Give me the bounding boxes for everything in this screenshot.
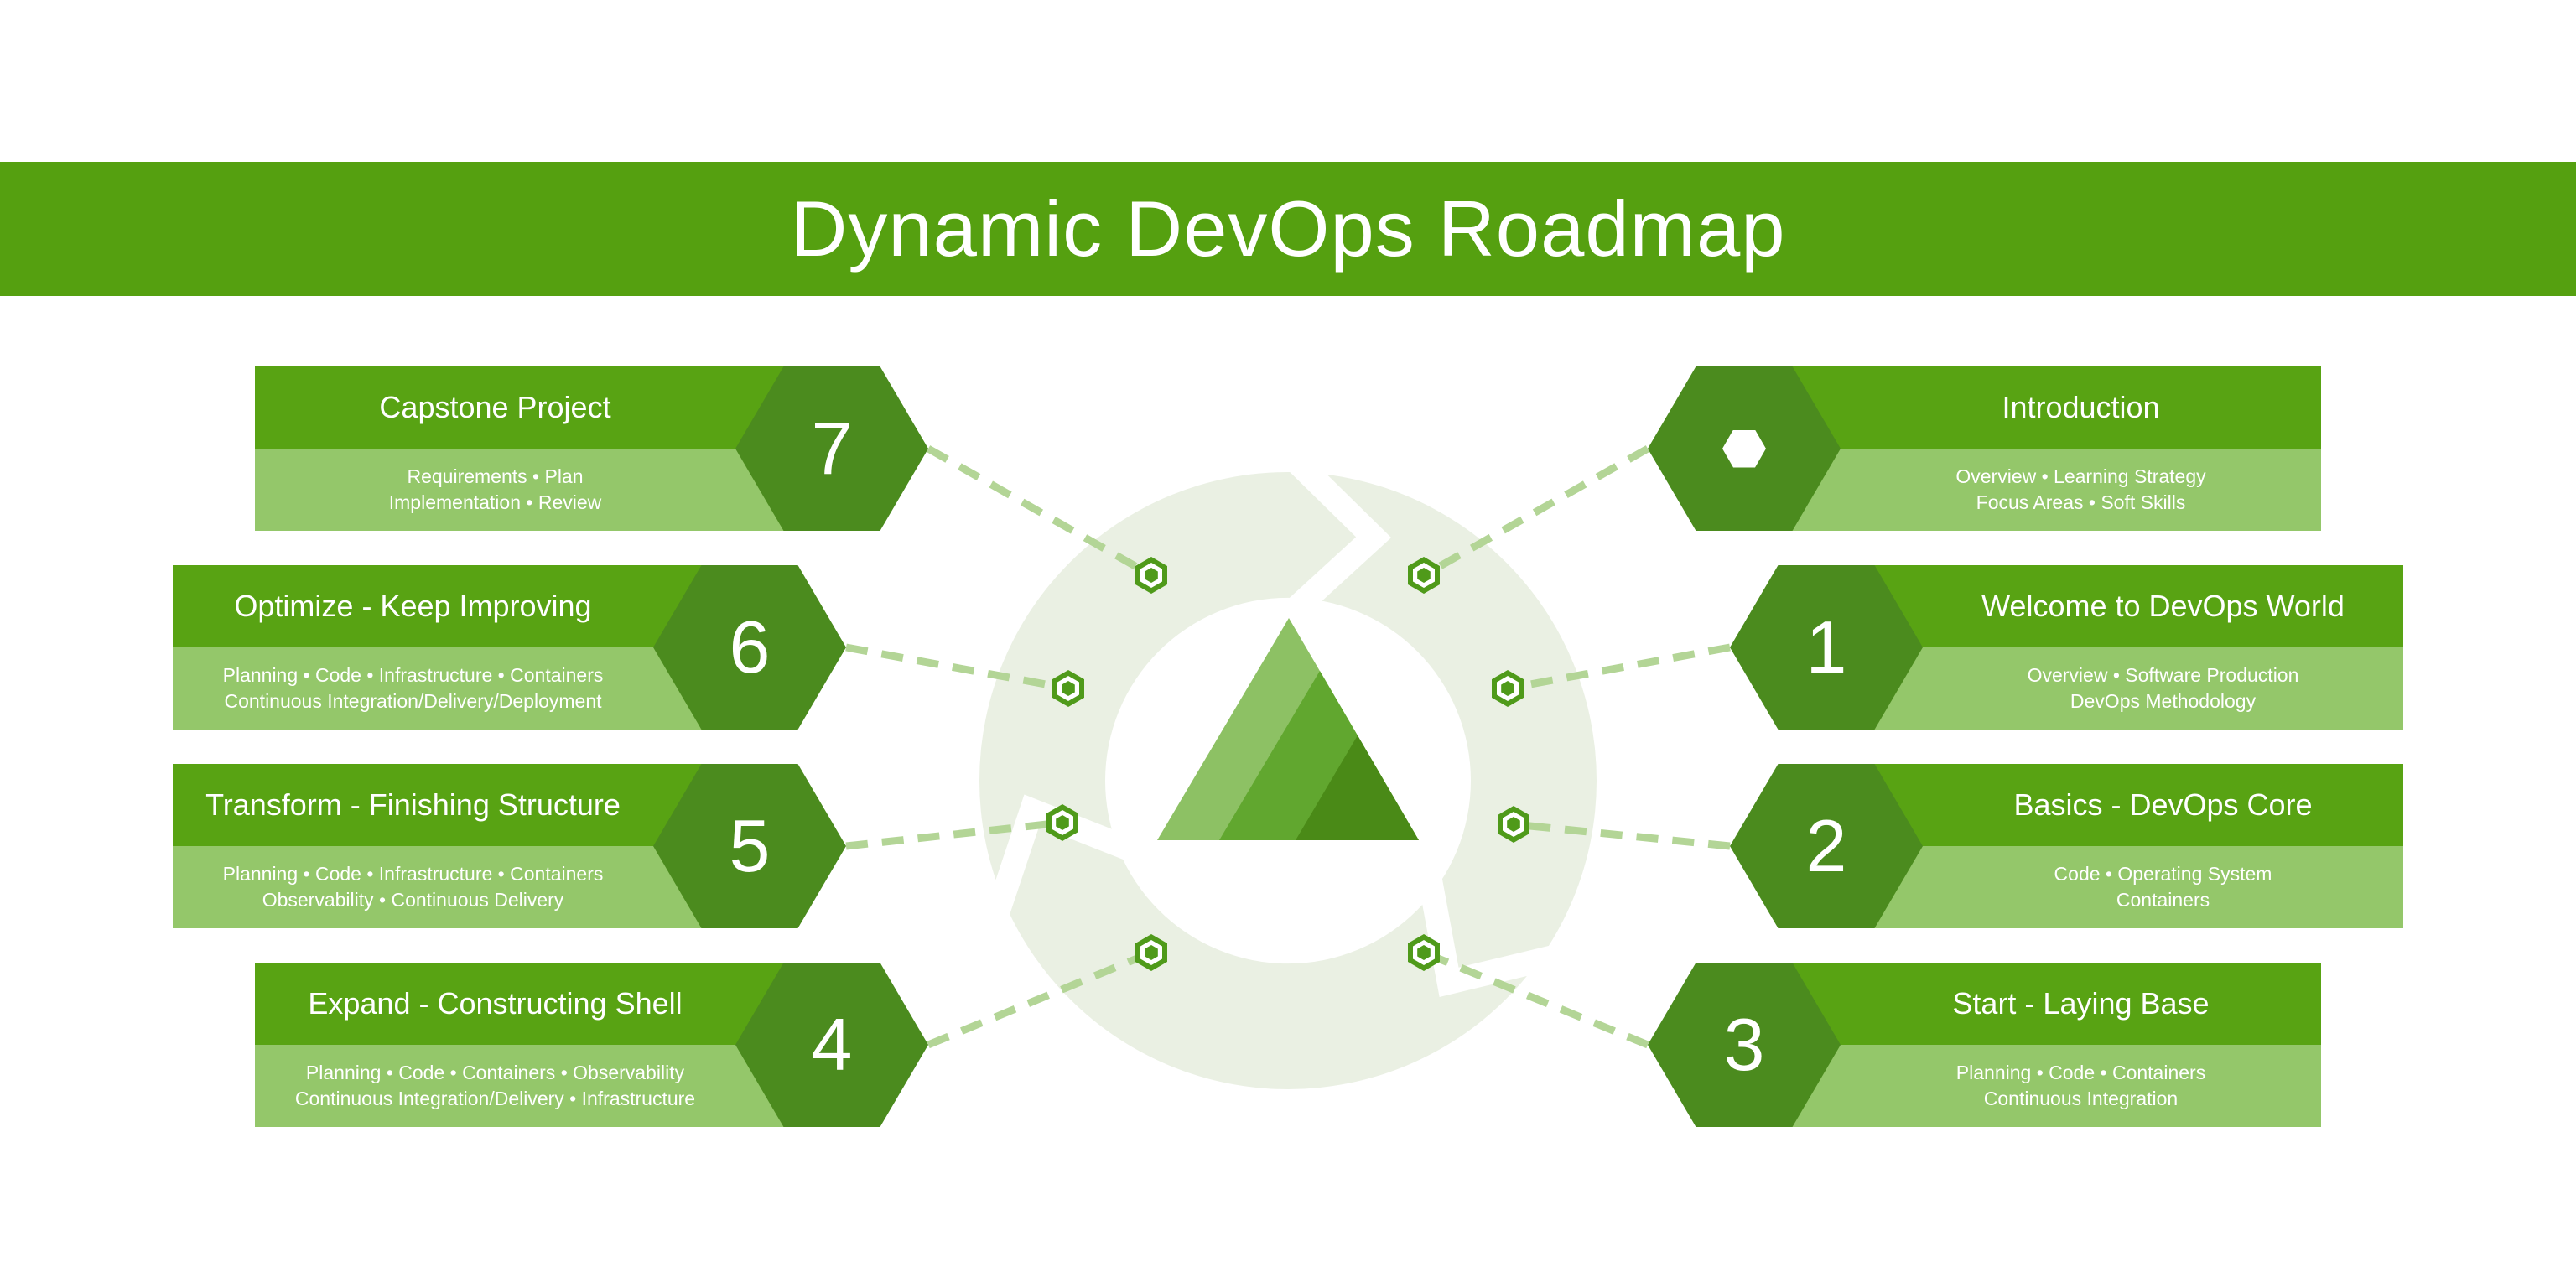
connector-line [845, 818, 1063, 850]
item-details-line: Continuous Integration/Delivery/Deployme… [224, 690, 602, 712]
roadmap-item-transform: Transform - Finishing Structure Planning… [173, 764, 911, 928]
item-details-line: Planning • Code • Infrastructure • Conta… [222, 863, 604, 885]
roadmap-item-capstone: Capstone Project Requirements • Plan Imp… [255, 366, 993, 531]
connector-line [1421, 445, 1650, 579]
item-details-line: Overview • Software Production [2027, 664, 2299, 686]
connector-line [927, 948, 1153, 1049]
item-number: 3 [1723, 1003, 1765, 1086]
item-number: 2 [1805, 804, 1847, 887]
ring-arrow-gap [1273, 458, 1392, 614]
roadmap-item-start: Start - Laying Base Planning • Code • Co… [1592, 963, 2329, 1127]
hexagon-icon [1722, 429, 1766, 468]
item-number: 5 [729, 804, 771, 887]
connector-nodes [1046, 557, 1530, 971]
item-details-line: Requirements • Plan [407, 465, 584, 487]
connector-line [926, 445, 1154, 579]
hexagon-nut-icon [1135, 934, 1167, 971]
title-banner: Dynamic DevOps Roadmap [0, 162, 2576, 296]
item-details-line: Continuous Integration [1983, 1088, 2179, 1109]
roadmap-item-optimize: Optimize - Keep Improving Planning • Cod… [173, 565, 911, 730]
hexagon-nut-icon [1492, 670, 1524, 707]
item-details-line: Overview • Learning Strategy [1955, 465, 2206, 487]
roadmap-item-basics: Basics - DevOps Core Code • Operating Sy… [1674, 764, 2412, 928]
hexagon-nut-icon [1046, 804, 1078, 841]
hexagon-nut-icon [1135, 557, 1167, 594]
item-details-line: Focus Areas • Soft Skills [1976, 491, 2186, 513]
ring-arrow-gap [1419, 857, 1568, 997]
item-details-line: Implementation • Review [388, 491, 602, 513]
item-number-badge: 4 [735, 963, 928, 1127]
item-details-line: Observability • Continuous Delivery [262, 889, 564, 911]
item-details-line: Planning • Code • Containers • Observabi… [305, 1062, 685, 1083]
item-details-line: DevOps Methodology [2070, 690, 2257, 712]
hexagon-nut-icon [1408, 934, 1440, 971]
connector-line [845, 643, 1069, 693]
connector-line [1513, 820, 1731, 850]
roadmap-item-introduction: Introduction Overview • Learning Strateg… [1592, 366, 2329, 531]
item-number: 1 [1805, 605, 1847, 688]
connector-line [1422, 948, 1649, 1049]
connector-lines [845, 445, 1731, 1049]
hexagon-nut-icon [1498, 806, 1530, 843]
connector-line [1507, 643, 1731, 693]
hexagon-nut-icon [1052, 670, 1084, 707]
roadmap-item-expand: Expand - Constructing Shell Planning • C… [255, 963, 993, 1127]
item-details-line: Containers [2116, 889, 2210, 911]
item-details-line: Planning • Code • Infrastructure • Conta… [222, 664, 604, 686]
triangle-logo-icon [1157, 618, 1419, 840]
hexagon-nut-icon [1408, 557, 1440, 594]
item-details-line: Code • Operating System [2054, 863, 2272, 885]
item-number: 6 [729, 605, 771, 688]
item-number: 4 [811, 1003, 853, 1086]
item-details-line: Planning • Code • Containers [1955, 1062, 2206, 1083]
page-title: Dynamic DevOps Roadmap [790, 184, 1786, 273]
roadmap-item-welcome: Welcome to DevOps World Overview • Softw… [1674, 565, 2412, 730]
item-number: 7 [811, 407, 853, 490]
item-details-line: Continuous Integration/Delivery • Infras… [294, 1088, 696, 1109]
